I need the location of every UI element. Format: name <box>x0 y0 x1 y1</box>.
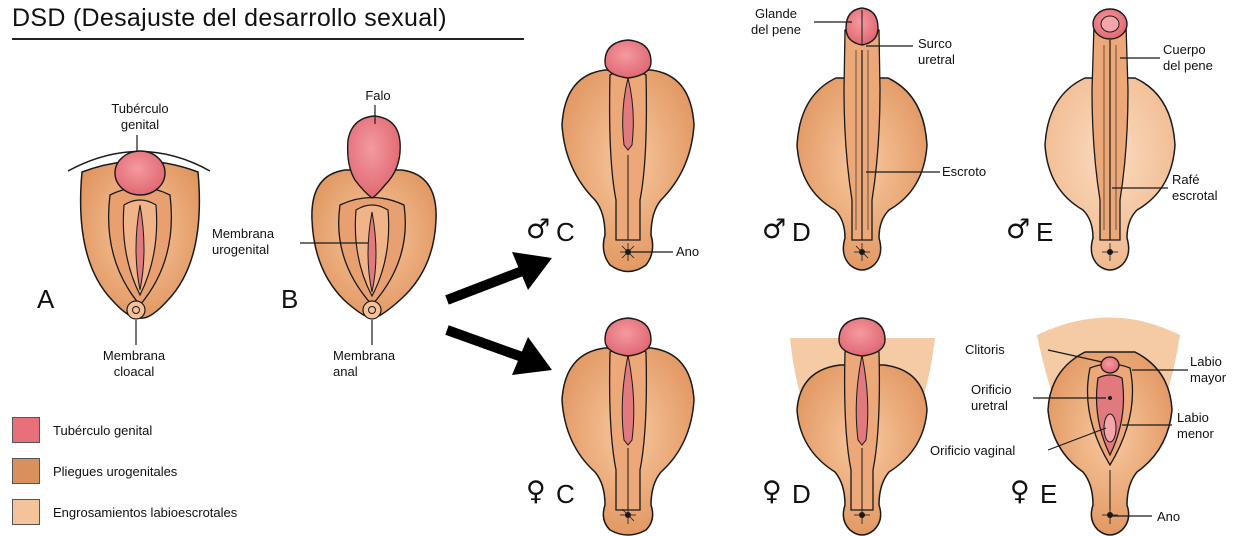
legend-item-pliegues-urogenitales: Pliegues urogenitales <box>12 458 177 484</box>
legend-item-engrosamientos-labioescrotales: Engrosamientos labioescrotales <box>12 499 237 525</box>
stage-letter-male-c: C <box>556 218 575 246</box>
label-cuerpo-del-pene: Cuerpo del pene <box>1163 42 1213 74</box>
figure-male-c <box>562 40 694 272</box>
label-ano-e: Ano <box>1157 509 1180 525</box>
label-orificio-uretral: Orificio uretral <box>971 382 1011 414</box>
female-symbol-icon: ♀ <box>762 478 782 506</box>
figure-female-d <box>790 318 935 535</box>
male-symbol-icon: ♂ <box>1006 216 1030 244</box>
stage-letter-b: B <box>281 285 298 313</box>
stage-letter-male-d: D <box>792 218 811 246</box>
figure-male-e <box>1045 9 1175 270</box>
stage-letter-female-c: C <box>556 480 575 508</box>
legend-label: Engrosamientos labioescrotales <box>53 505 237 520</box>
figure-female-c <box>562 318 694 535</box>
stage-letter-a: A <box>37 285 54 313</box>
female-symbol-icon: ♀ <box>526 478 546 506</box>
label-labio-mayor: Labio mayor <box>1190 354 1226 386</box>
label-orificio-vaginal: Orificio vaginal <box>930 443 1015 459</box>
stage-letter-female-d: D <box>792 480 811 508</box>
label-surco-uretral: Surco uretral <box>918 36 955 68</box>
label-membrana-urogenital: Membrana urogenital <box>212 226 274 258</box>
legend-swatch <box>12 417 40 443</box>
male-symbol-icon: ♂ <box>762 216 786 244</box>
label-falo: Falo <box>365 88 390 104</box>
female-symbol-icon: ♀ <box>1010 478 1030 506</box>
figure-a <box>68 135 210 345</box>
legend-label: Tubérculo genital <box>53 423 152 438</box>
label-tuberculo-genital: Tubérculo genital <box>111 101 168 133</box>
legend-swatch <box>12 499 40 525</box>
arrow-to-female <box>447 330 552 375</box>
label-ano-c: Ano <box>676 244 699 260</box>
label-labio-menor: Labio menor <box>1177 410 1214 442</box>
arrow-to-male <box>447 252 552 300</box>
label-glande-del-pene: Glande del pene <box>751 6 801 38</box>
legend-label: Pliegues urogenitales <box>53 464 177 479</box>
stage-letter-female-e: E <box>1040 480 1057 508</box>
male-symbol-icon: ♂ <box>526 216 550 244</box>
legend-swatch <box>12 458 40 484</box>
label-membrana-anal: Membrana anal <box>333 348 395 380</box>
label-rafe-escrotal: Rafé escrotal <box>1172 172 1218 204</box>
label-membrana-cloacal: Membrana cloacal <box>103 348 165 380</box>
legend-item-tuberculo-genital: Tubérculo genital <box>12 417 152 443</box>
stage-letter-male-e: E <box>1036 218 1053 246</box>
label-clitoris: Clitoris <box>965 342 1005 358</box>
figure-b <box>300 105 436 345</box>
label-escroto: Escroto <box>942 164 986 180</box>
